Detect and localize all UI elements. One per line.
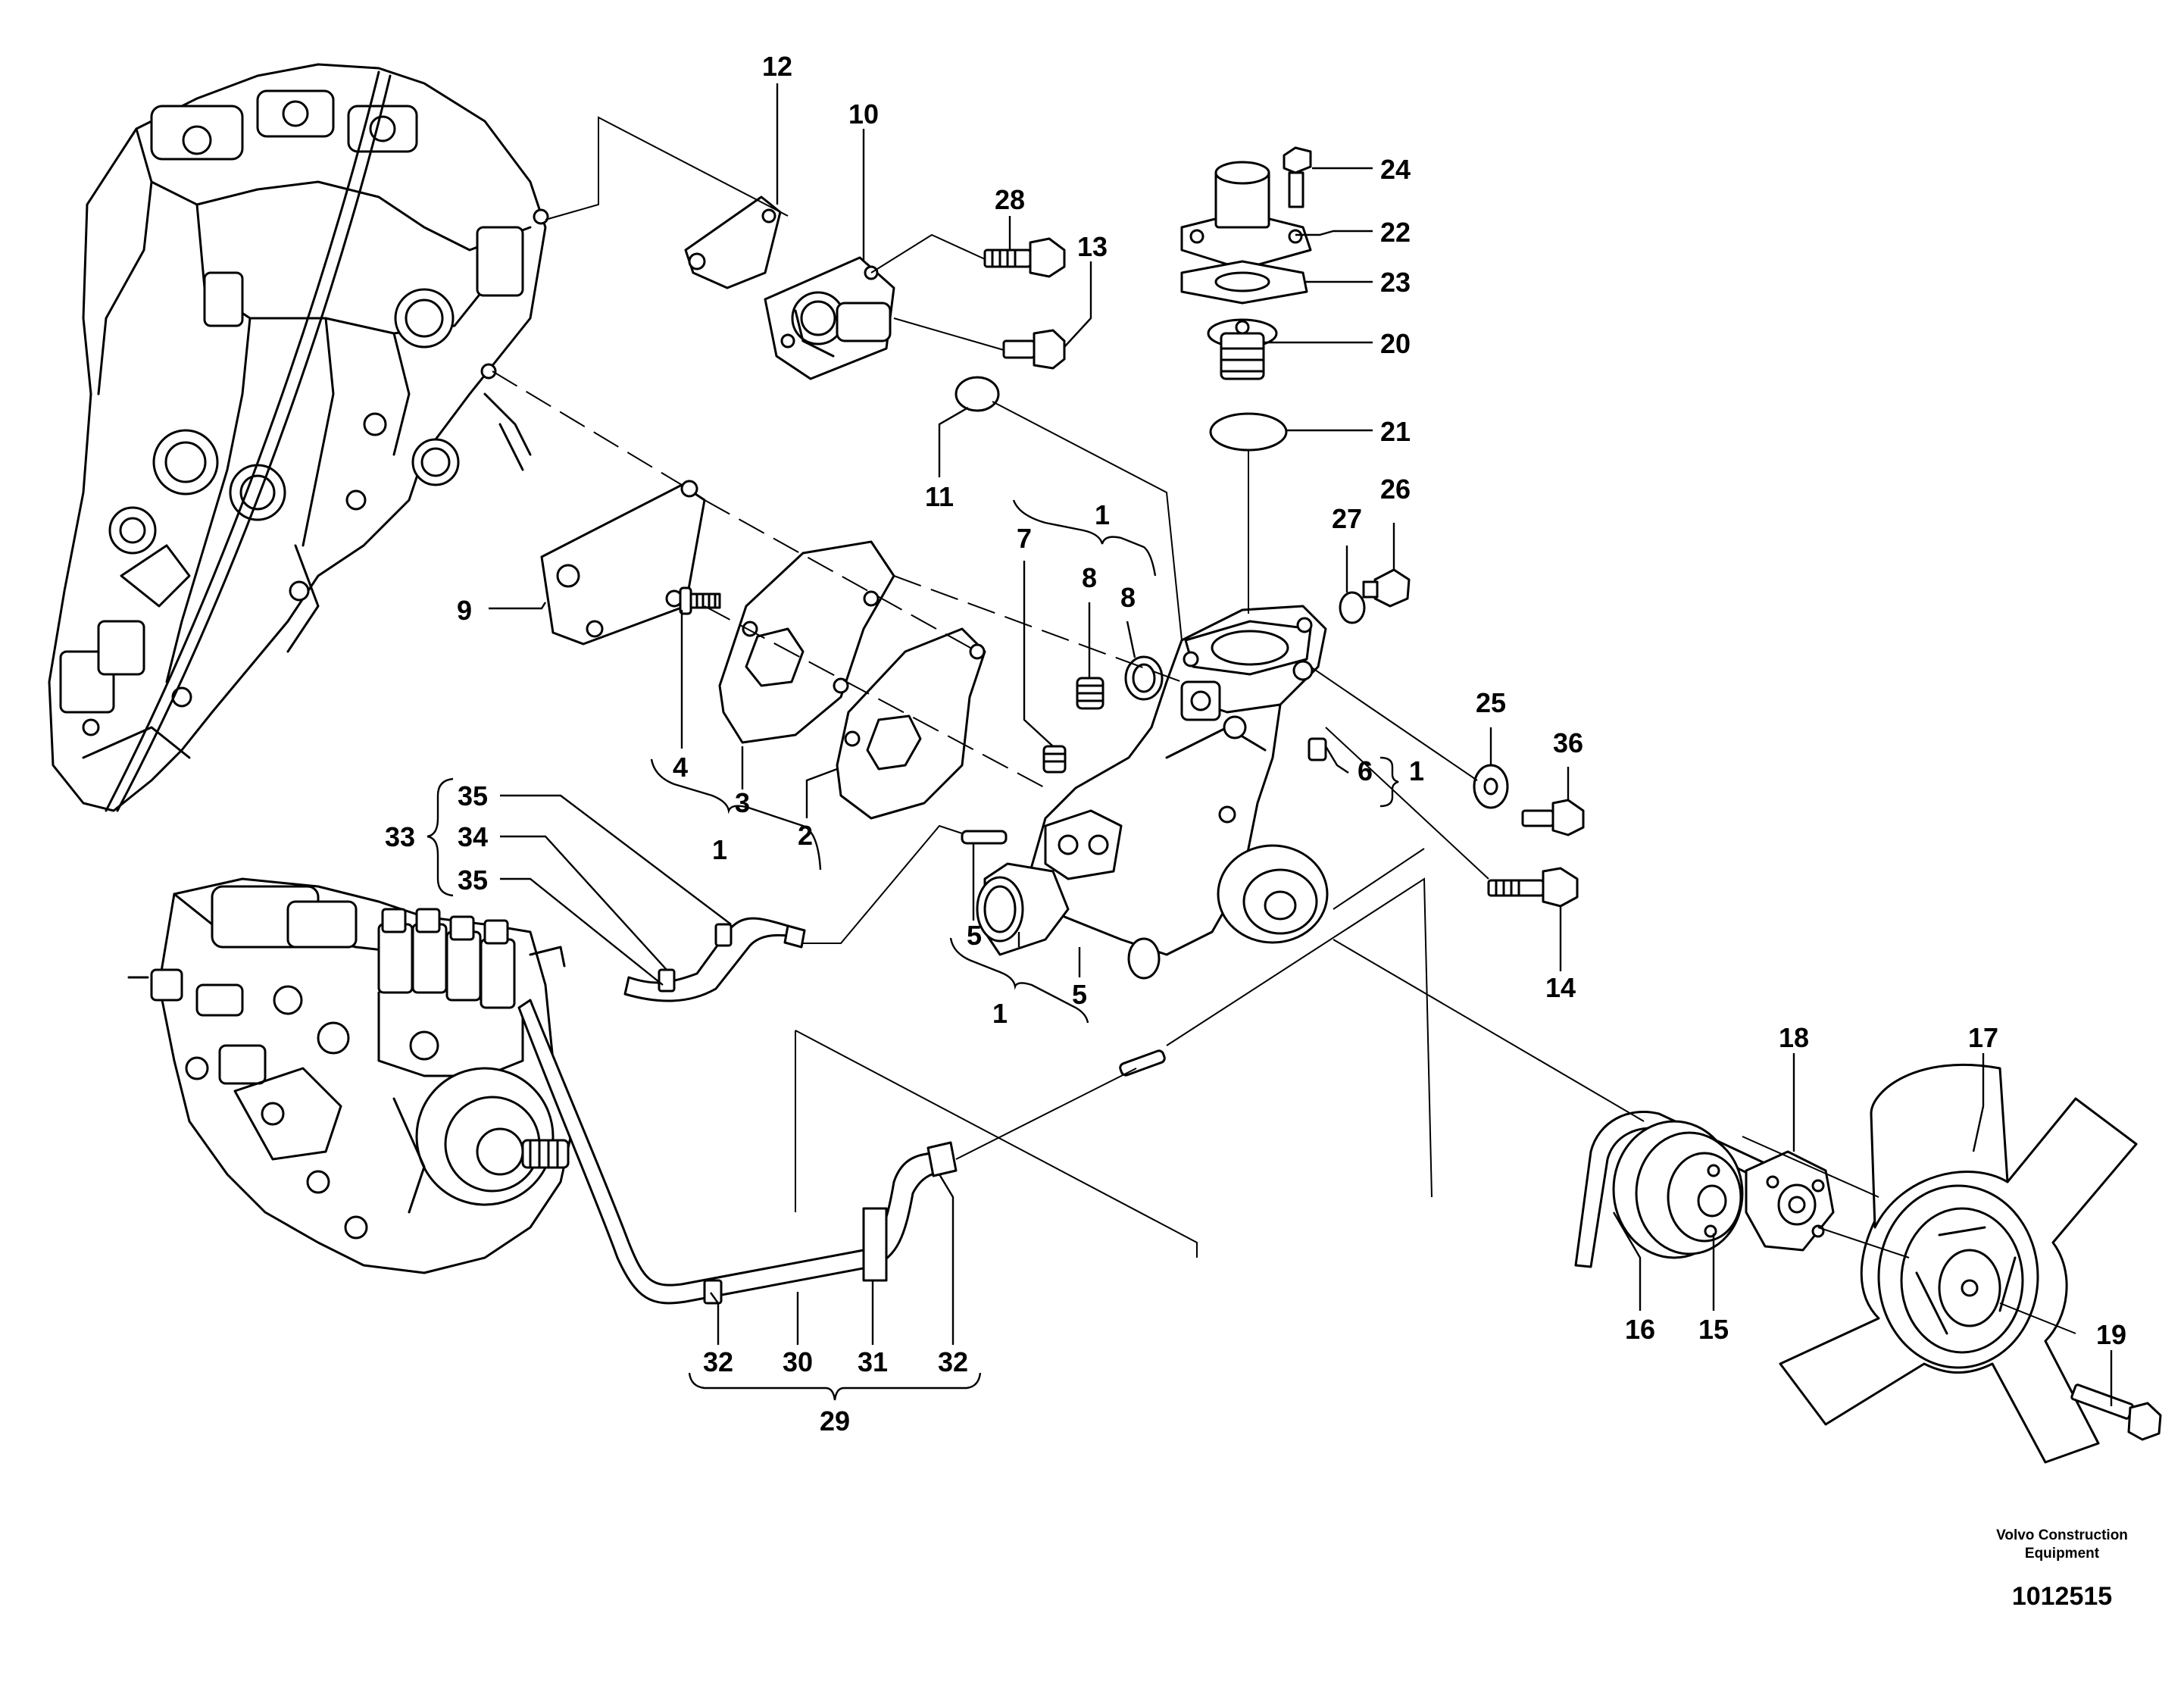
callout-1-gasket: 1 bbox=[712, 834, 727, 865]
callout-17: 17 bbox=[1968, 1022, 1998, 1053]
o-ring-11-drawing bbox=[955, 376, 1000, 412]
callout-1-body: 1 bbox=[992, 998, 1008, 1029]
callout-10: 10 bbox=[848, 98, 879, 130]
engine-block-drawing bbox=[48, 63, 549, 812]
callout-24: 24 bbox=[1380, 154, 1411, 185]
bolt-36-drawing bbox=[1521, 799, 1585, 836]
bolt-14-drawing bbox=[1487, 867, 1579, 908]
plug-8b-drawing bbox=[1124, 655, 1164, 701]
callout-21: 21 bbox=[1380, 416, 1411, 447]
plug-7-drawing bbox=[1042, 745, 1067, 774]
bolt-24-drawing bbox=[1283, 146, 1312, 208]
water-pump-body-drawing bbox=[976, 605, 1329, 980]
bolt-19-drawing bbox=[2070, 1383, 2162, 1441]
pulley-15-drawing bbox=[1612, 1120, 1744, 1259]
thermostat-cover-22-drawing bbox=[1180, 161, 1312, 270]
callout-33: 33 bbox=[385, 821, 415, 852]
washer-25-hole bbox=[1483, 777, 1498, 796]
plug-8a-drawing bbox=[1076, 677, 1104, 710]
gasket-2-drawing bbox=[836, 627, 986, 820]
callout-15: 15 bbox=[1698, 1314, 1729, 1345]
callout-35-bottom: 35 bbox=[458, 864, 488, 896]
spacer-18-drawing bbox=[1745, 1150, 1835, 1252]
document-number: 1012515 bbox=[2012, 1582, 2112, 1611]
callout-13: 13 bbox=[1077, 231, 1108, 262]
callout-32-left: 32 bbox=[703, 1346, 733, 1377]
bolt-28-drawing bbox=[983, 237, 1066, 278]
brand-line-2: Equipment bbox=[2025, 1546, 2100, 1562]
callout-22: 22 bbox=[1380, 217, 1411, 248]
callout-4: 4 bbox=[673, 752, 688, 783]
footer: Volvo Construction Equipment 1012515 bbox=[1996, 1527, 2128, 1611]
washer-27-drawing bbox=[1339, 591, 1366, 624]
callout-1-plug: 1 bbox=[1409, 755, 1424, 786]
callout-34: 34 bbox=[458, 821, 488, 852]
leader-lines bbox=[489, 83, 2113, 1406]
callout-18: 18 bbox=[1779, 1022, 1809, 1053]
callout-20: 20 bbox=[1380, 328, 1411, 359]
injection-pump-drawing bbox=[127, 877, 577, 1274]
bolt-4-drawing bbox=[679, 586, 721, 615]
gasket-23-drawing bbox=[1180, 260, 1308, 305]
callout-19: 19 bbox=[2096, 1319, 2126, 1350]
gasket-9-drawing bbox=[540, 480, 706, 646]
callout-28: 28 bbox=[995, 184, 1025, 215]
callout-12: 12 bbox=[762, 51, 792, 82]
callout-3: 3 bbox=[735, 787, 750, 818]
projection-lines bbox=[492, 116, 2076, 1334]
callout-8b: 8 bbox=[1120, 582, 1136, 613]
plug-26-drawing bbox=[1362, 568, 1411, 608]
callout-14: 14 bbox=[1545, 972, 1576, 1003]
callout-7: 7 bbox=[1017, 523, 1032, 554]
callout-16: 16 bbox=[1625, 1314, 1655, 1345]
callout-labels: 12 10 28 13 11 24 22 23 20 21 26 27 1 7 … bbox=[385, 51, 2126, 1437]
callout-35-top: 35 bbox=[458, 780, 488, 811]
pin-5a-drawing bbox=[961, 830, 1008, 845]
thermostat-20-drawing bbox=[1207, 318, 1278, 380]
seal-ring-21-drawing bbox=[1209, 412, 1288, 452]
gasket-12-drawing bbox=[684, 195, 782, 289]
hose-assembly-29-drawing bbox=[517, 999, 958, 1305]
washer-25-drawing bbox=[1473, 764, 1509, 809]
callout-23: 23 bbox=[1380, 267, 1411, 298]
gasket-3-drawing bbox=[718, 540, 895, 744]
housing-10-drawing bbox=[764, 256, 895, 380]
brace-marks bbox=[426, 499, 1399, 1401]
callout-9: 9 bbox=[457, 595, 472, 626]
callout-31: 31 bbox=[858, 1346, 888, 1377]
callout-5-right: 5 bbox=[1072, 979, 1087, 1010]
callout-36: 36 bbox=[1553, 727, 1583, 758]
callout-6: 6 bbox=[1358, 755, 1373, 786]
callout-8a: 8 bbox=[1082, 562, 1097, 593]
callout-26: 26 bbox=[1380, 474, 1411, 505]
callout-25: 25 bbox=[1476, 687, 1506, 718]
fan-17-drawing bbox=[1779, 1064, 2138, 1464]
callout-29: 29 bbox=[820, 1405, 850, 1437]
bolt-13-drawing bbox=[1002, 329, 1066, 370]
brand-line-1: Volvo Construction bbox=[1996, 1527, 2128, 1543]
callout-27: 27 bbox=[1332, 503, 1362, 534]
callout-30: 30 bbox=[783, 1346, 813, 1377]
callout-5-left: 5 bbox=[967, 920, 982, 951]
callout-32-right: 32 bbox=[938, 1346, 968, 1377]
plug-6-drawing bbox=[1308, 737, 1327, 761]
hose-assembly-33-drawing bbox=[623, 917, 806, 1002]
callout-2: 2 bbox=[798, 820, 813, 851]
pin-5b-drawing bbox=[1119, 1049, 1166, 1077]
callout-1-top: 1 bbox=[1095, 499, 1110, 530]
callout-11: 11 bbox=[925, 481, 954, 512]
